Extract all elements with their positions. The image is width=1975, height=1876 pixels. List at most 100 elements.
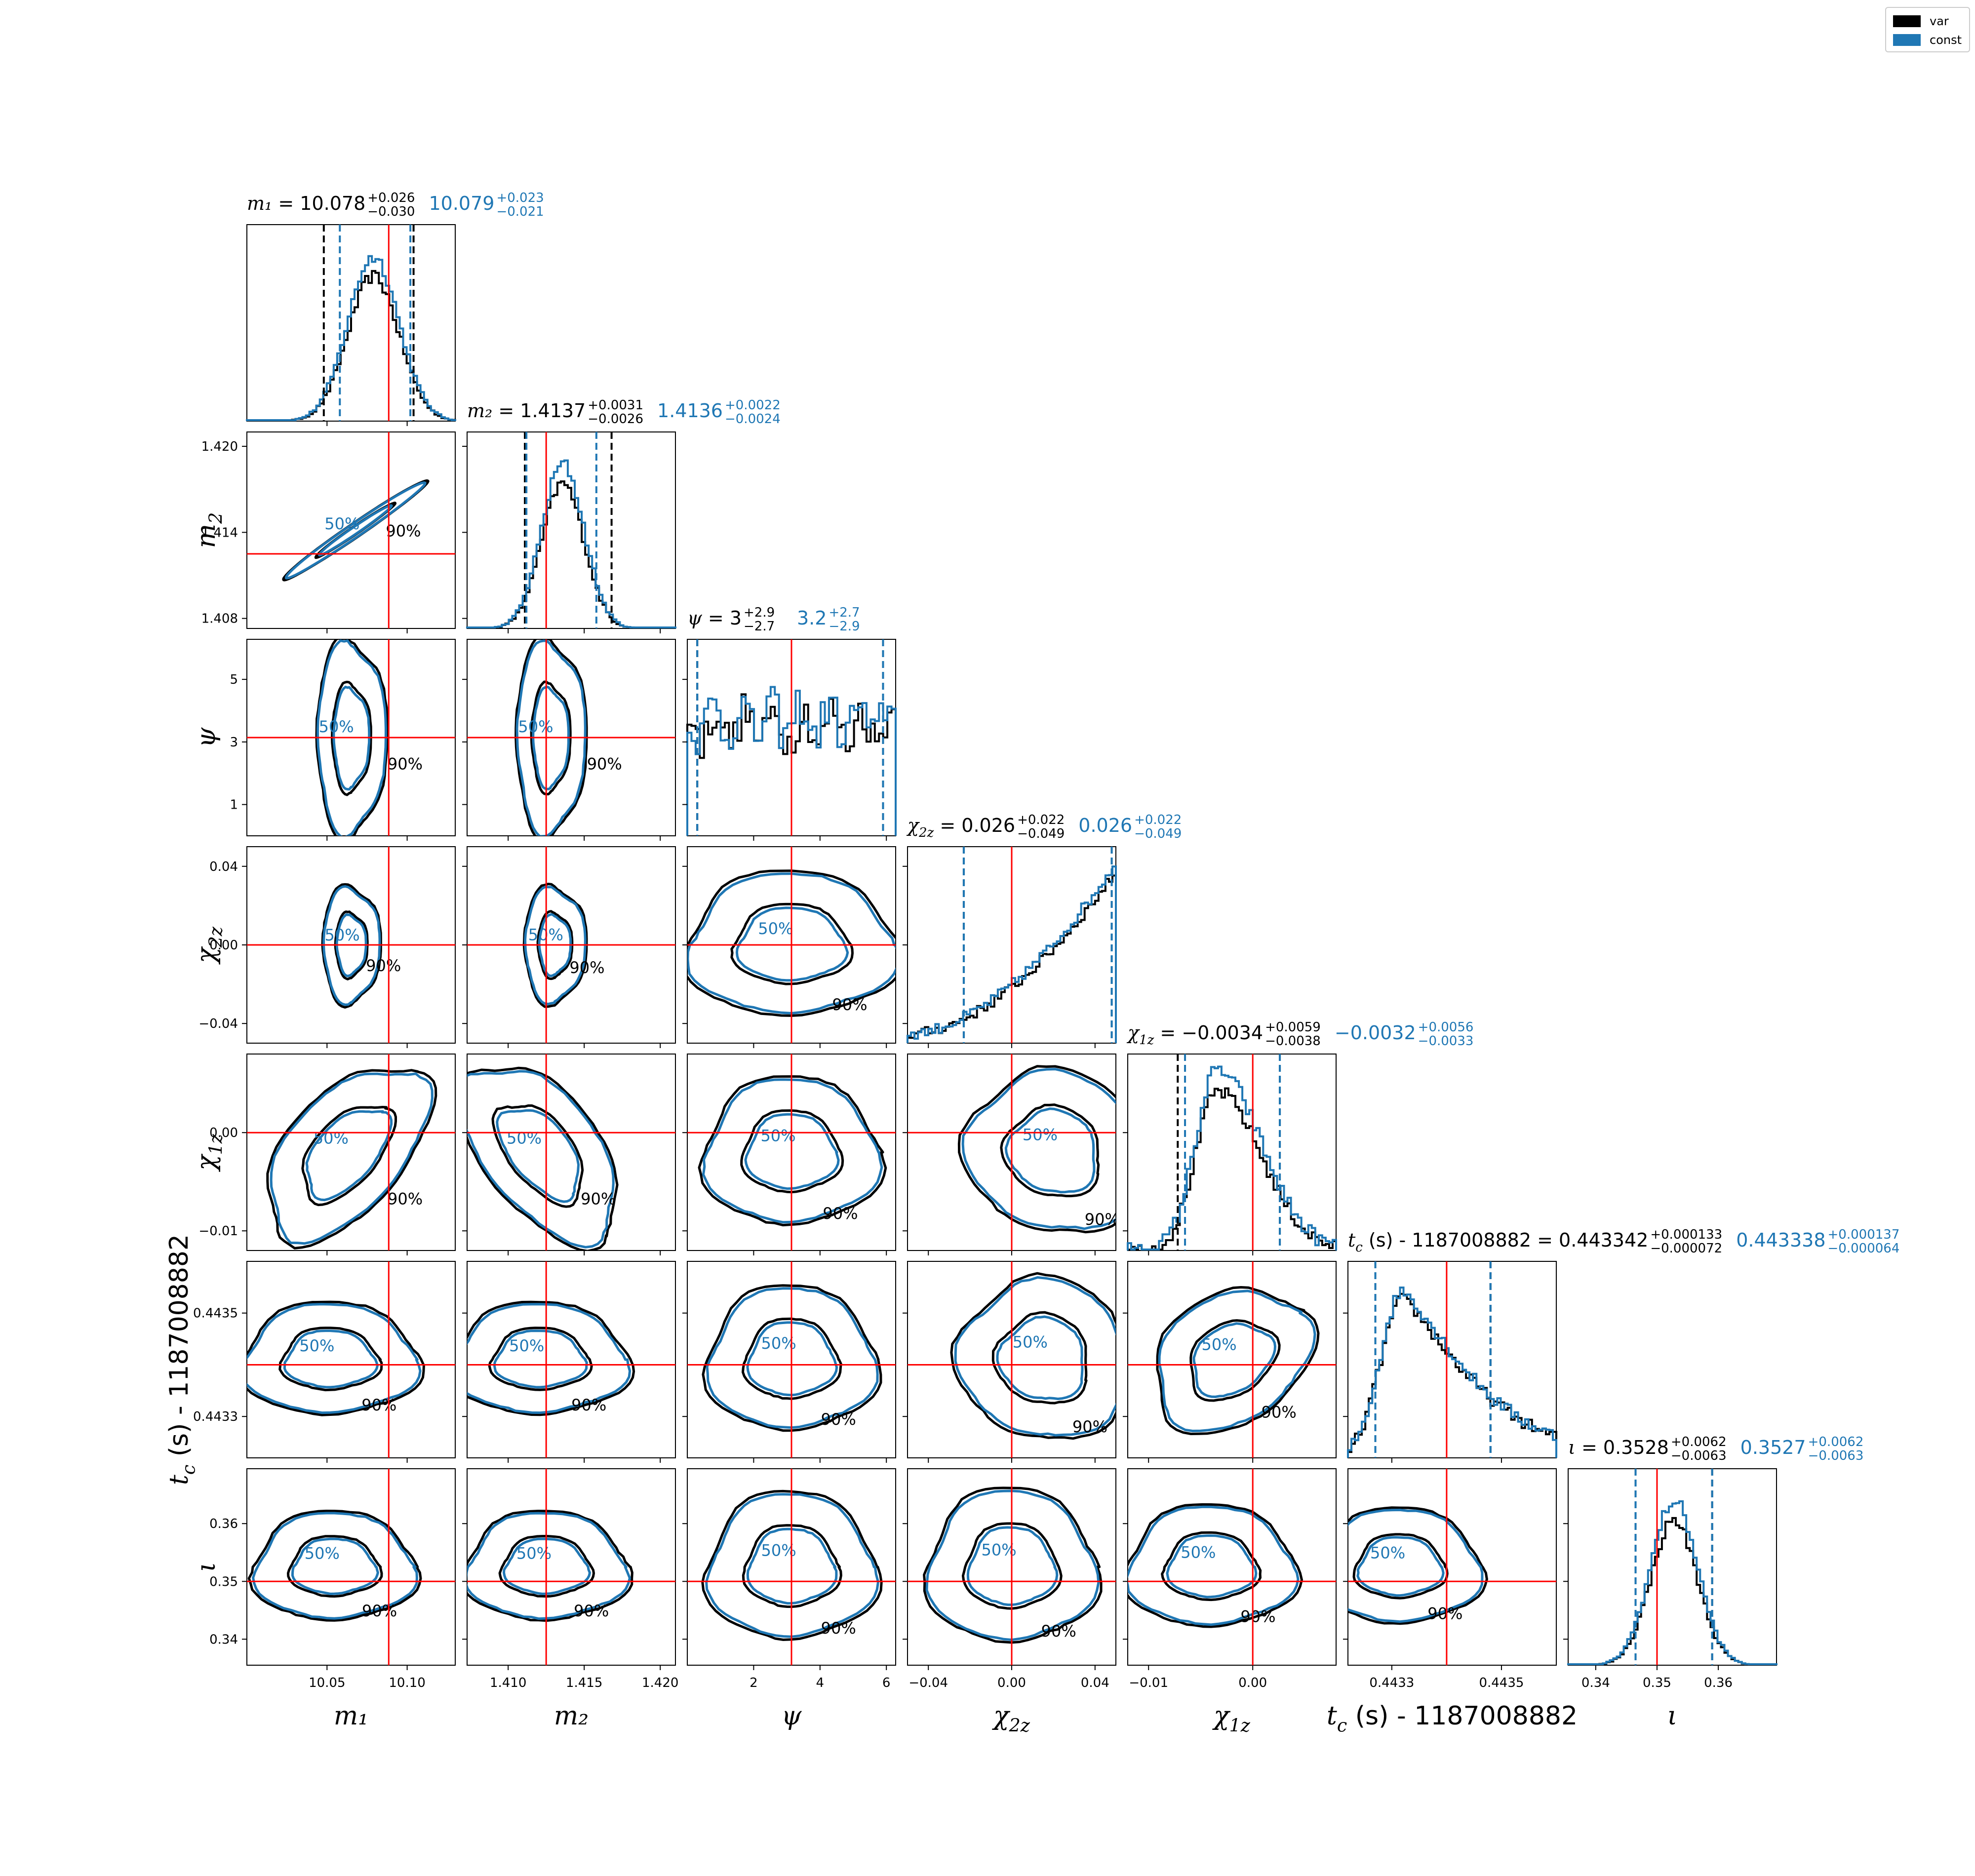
- pair-panel-m1-chi2z: 90%50%: [246, 846, 456, 1044]
- contour-var-90: [522, 883, 588, 1008]
- panel-frame: [467, 1261, 676, 1458]
- contour-const-90: [515, 639, 587, 836]
- pair-panel-chi1z-iota: 90%50%: [1127, 1468, 1337, 1666]
- pair-panel-m2-chi1z: 90%50%: [467, 1054, 676, 1251]
- contour-const-90: [467, 1070, 615, 1249]
- title-psi: ψ = 3: [687, 607, 742, 629]
- xtick-label: 0.4435: [1479, 1676, 1524, 1690]
- contour-var-50: [331, 680, 372, 796]
- legend-item-const: const: [1893, 33, 1962, 47]
- xlabel-chi1z: χ1z: [1212, 1701, 1251, 1736]
- contour-label-50: 50%: [760, 1126, 795, 1145]
- contour-var-50: [730, 902, 854, 985]
- title-var-plus: +0.0031: [588, 398, 643, 413]
- contour-const-50: [538, 913, 572, 977]
- ytick-label: 0.00: [209, 938, 238, 953]
- hist-var-tc: [1347, 1292, 1557, 1458]
- contour-const-90: [316, 639, 387, 836]
- panel-frame: [1568, 1468, 1777, 1666]
- contour-label-90: 90%: [1085, 1210, 1120, 1229]
- panel-frame: [1347, 1468, 1557, 1666]
- xlabel-m2: m₂: [554, 1701, 589, 1731]
- xtick-label: 0.00: [997, 1676, 1026, 1690]
- contour-var-50: [991, 1311, 1088, 1405]
- pair-panel-m2-psi: 90%50%: [467, 639, 676, 836]
- panel-frame: [246, 1261, 456, 1458]
- contour-const-90: [247, 1303, 422, 1414]
- title-var-plus: +0.000133: [1650, 1227, 1722, 1242]
- contour-label-90: 90%: [823, 1204, 858, 1223]
- ylabel-m2: m2: [192, 512, 227, 548]
- ylabel-chi1z: χ1z: [192, 1133, 227, 1172]
- contour-const-90: [706, 1287, 879, 1429]
- contour-label-50: 50%: [299, 1336, 334, 1355]
- xtick-label: 10.05: [309, 1676, 345, 1690]
- pair-panel-m1-chi1z: 90%50%: [246, 1054, 456, 1251]
- title-var-minus: −0.030: [367, 204, 415, 219]
- contour-const-50: [305, 1110, 393, 1202]
- hist-var-chi1z: [1127, 1087, 1337, 1251]
- xtick-label: −0.01: [1129, 1676, 1168, 1690]
- xlabel-tc: tc (s) - 1187008882: [1327, 1701, 1578, 1736]
- title-var-minus: −2.7: [744, 619, 775, 634]
- svg-text:ι: ι: [192, 1562, 221, 1572]
- title-const-plus: +0.0022: [725, 398, 781, 413]
- title-var-plus: +2.9: [744, 605, 775, 620]
- title-chi2z: χ2z = 0.026: [906, 815, 1015, 840]
- xtick-label: 0.04: [1081, 1676, 1109, 1690]
- contour-label-50: 50%: [1201, 1335, 1236, 1354]
- title-const-median: 0.443338: [1736, 1229, 1825, 1251]
- contour-var-50: [742, 1317, 842, 1400]
- ylabel-iota: ι: [192, 1562, 221, 1572]
- panel-frame: [467, 1054, 676, 1251]
- diag-panel-chi1z: χ1z = −0.0034+0.0059−0.0038−0.0032+0.005…: [1126, 1020, 1473, 1251]
- contour-var-50: [1189, 1319, 1281, 1402]
- contour-label-90: 90%: [361, 1396, 396, 1414]
- contour-const-90: [284, 481, 427, 580]
- contour-const-90: [270, 1072, 434, 1245]
- contour-const-50: [493, 1329, 588, 1389]
- contour-label-90: 90%: [1262, 1403, 1297, 1421]
- diag-panel-tc: tc (s) - 1187008882 = 0.443342+0.000133−…: [1347, 1227, 1899, 1458]
- contour-var-50: [301, 1106, 397, 1207]
- contour-label-50: 50%: [324, 514, 359, 533]
- contour-label-50: 50%: [507, 1129, 542, 1147]
- contour-label-50: 50%: [1023, 1126, 1058, 1144]
- contour-var-90: [702, 1284, 882, 1432]
- ytick-label: 1: [230, 798, 238, 813]
- contour-const-90: [1158, 1290, 1316, 1432]
- ytick-label: −0.01: [198, 1224, 238, 1239]
- contour-const-90: [1348, 1509, 1484, 1623]
- ytick-label: 0.36: [209, 1517, 238, 1531]
- xtick-label: 0.34: [1581, 1676, 1610, 1690]
- pair-panel-chi1z-tc: 90% 50%: [1127, 1261, 1337, 1458]
- contour-var-90: [467, 1510, 633, 1622]
- contour-var-90: [957, 1065, 1116, 1234]
- contour-const-50: [744, 1113, 840, 1190]
- hist-var-m2: [466, 480, 676, 629]
- pair-panel-chi2z-iota: 90%50%: [907, 1468, 1116, 1666]
- contour-var-50: [530, 680, 572, 796]
- xlabel-chi2z: χ2z: [991, 1701, 1030, 1736]
- xtick-label: 1.410: [490, 1676, 526, 1690]
- contour-var-90: [266, 1069, 437, 1250]
- contour-label-50: 50%: [509, 1336, 544, 1355]
- contour-const-90: [954, 1276, 1116, 1437]
- contour-label-50: 50%: [1181, 1543, 1216, 1562]
- title-const-median: 0.026: [1078, 815, 1132, 836]
- contour-var-50: [278, 1327, 383, 1392]
- svg-text:χ1z: χ1z: [192, 1133, 227, 1172]
- legend-swatch-var: [1893, 15, 1921, 27]
- xlabel-psi: ψ: [782, 1701, 802, 1731]
- contour-const-50: [532, 685, 570, 790]
- xlabel-m1: m₁: [334, 1701, 368, 1731]
- hist-const-chi1z: [1127, 1065, 1337, 1251]
- contour-var-90: [687, 869, 896, 1017]
- contour-label-50: 50%: [325, 926, 360, 944]
- contour-var-50: [287, 1535, 383, 1598]
- contour-var-50: [536, 910, 574, 980]
- xtick-label: 0.4433: [1369, 1676, 1414, 1690]
- contour-var-50: [1352, 1533, 1449, 1600]
- contour-label-50: 50%: [314, 1129, 349, 1147]
